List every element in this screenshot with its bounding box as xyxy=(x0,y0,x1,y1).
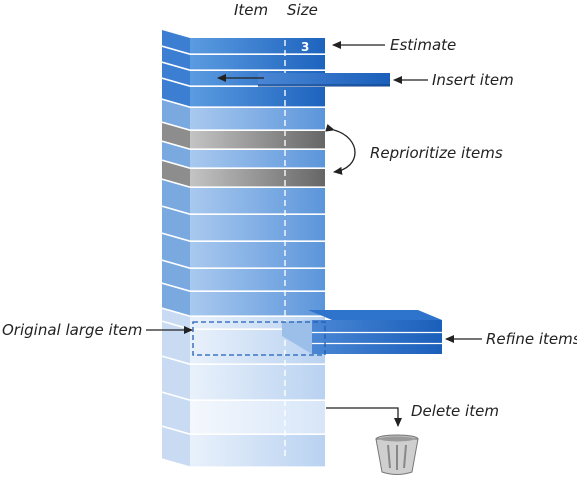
backlog-row xyxy=(190,242,325,268)
backlog-row xyxy=(190,269,325,291)
reprioritize-items-label: Reprioritize items xyxy=(370,144,503,162)
row-separator xyxy=(161,159,191,169)
backlog-row-side xyxy=(162,261,190,291)
estimate-label: Estimate xyxy=(390,36,456,54)
inserted-item xyxy=(258,73,390,87)
row-separator xyxy=(161,458,191,468)
backlog-row-side xyxy=(162,207,190,241)
row-separator xyxy=(161,61,191,71)
backlog-row-side xyxy=(162,63,190,86)
backlog-row-side xyxy=(162,309,190,329)
backlog-row-side xyxy=(162,357,190,400)
item-column-header: Item xyxy=(234,1,268,19)
backlog-row xyxy=(190,365,325,400)
backlog-row xyxy=(190,292,325,316)
row-separator xyxy=(161,355,191,365)
size-column-header: Size xyxy=(287,1,318,19)
row-separator xyxy=(161,282,191,292)
reprioritize-arrow xyxy=(325,123,356,175)
insert-item-label: Insert item xyxy=(432,71,514,89)
backlog-row-side xyxy=(162,100,190,130)
backlog-row xyxy=(190,55,325,70)
row-separator xyxy=(161,178,191,188)
row-separator xyxy=(161,259,191,269)
backlog-row xyxy=(190,401,325,434)
row-separator xyxy=(161,140,191,150)
row-separator xyxy=(161,232,191,242)
backlog-row xyxy=(190,131,325,149)
backlog-row xyxy=(190,108,325,130)
row-separator xyxy=(161,391,191,401)
backlog-row xyxy=(190,150,325,168)
backlog-row-side xyxy=(162,234,190,268)
backlog-row xyxy=(190,215,325,241)
backlog-row-side xyxy=(162,393,190,434)
trash-can-icon xyxy=(375,434,419,475)
backlog-row-side xyxy=(162,180,190,214)
row-separator xyxy=(161,121,191,131)
backlog-row-side xyxy=(162,427,190,467)
backlog-row-side xyxy=(162,79,190,107)
backlog-row xyxy=(190,169,325,187)
refined-items-block xyxy=(282,310,442,354)
backlog-row xyxy=(190,435,325,467)
original-large-item-label: Original large item xyxy=(2,321,142,339)
row-separator xyxy=(161,98,191,108)
backlog-row xyxy=(190,188,325,214)
backlog-row-side xyxy=(162,284,190,316)
backlog-row-side xyxy=(162,322,190,364)
row-separator xyxy=(161,77,191,87)
row-separator xyxy=(161,307,191,317)
backlog-row xyxy=(190,87,325,107)
refine-items-label: Refine items xyxy=(486,330,577,348)
estimate-size-value: 3 xyxy=(301,40,309,54)
row-separator xyxy=(161,45,191,55)
backlog-row-side xyxy=(162,47,190,70)
delete-item-arrow xyxy=(326,407,402,427)
backlog-row xyxy=(190,38,325,54)
backlog-stack xyxy=(161,30,325,468)
row-separator xyxy=(161,425,191,435)
original-large-item-outline xyxy=(192,321,326,356)
delete-item-label: Delete item xyxy=(411,402,499,420)
row-separator xyxy=(161,205,191,215)
